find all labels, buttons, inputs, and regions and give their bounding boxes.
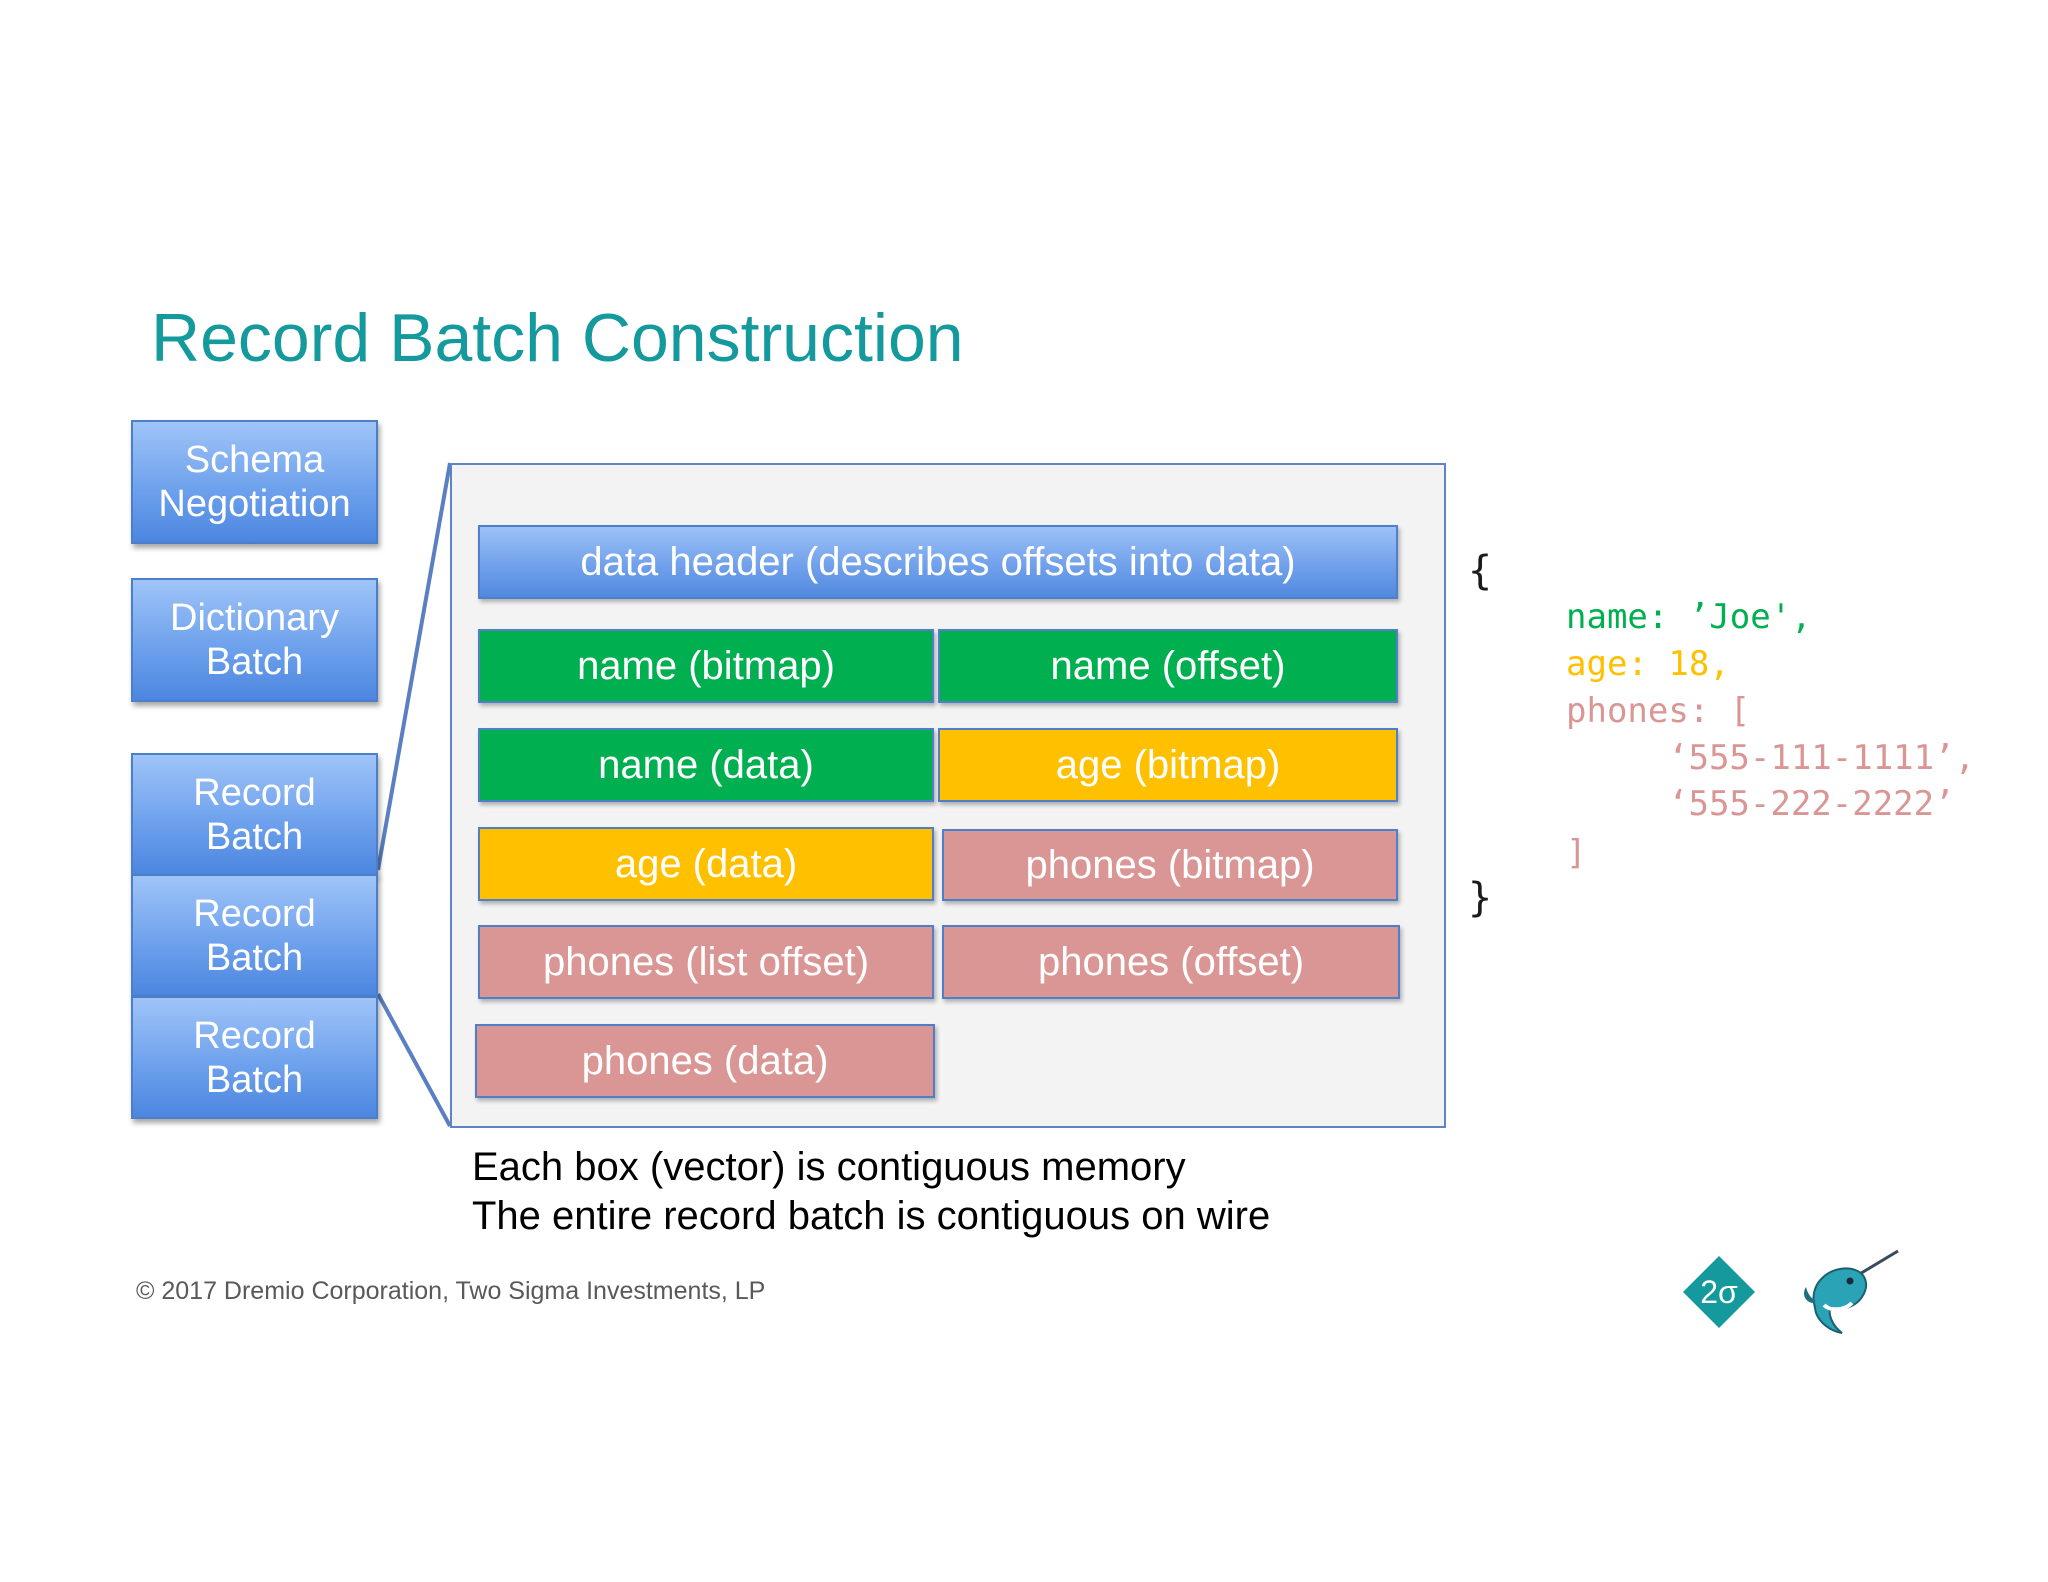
- name-data-vector: name (data): [478, 728, 934, 802]
- name-offset-vector: name (offset): [938, 629, 1398, 703]
- age-data-vector: age (data): [478, 827, 934, 901]
- record-batch-1-line2: Batch: [205, 815, 304, 858]
- record-batch-3-line1: Record: [193, 1014, 316, 1057]
- name-bitmap-vector: name (bitmap): [478, 629, 934, 703]
- record-batch-3-line2: Batch: [205, 1058, 304, 1101]
- record-batch-block-2: Record Batch: [131, 874, 378, 997]
- phones-data-vector: phones (data): [475, 1024, 935, 1098]
- caption-contiguous-memory: Each box (vector) is contiguous memory: [472, 1145, 1186, 1189]
- record-batch-block-3: Record Batch: [131, 996, 378, 1119]
- record-batch-block-1: Record Batch: [131, 753, 378, 876]
- schema-label-line1: Schema: [184, 439, 325, 481]
- record-batch-2-line1: Record: [193, 892, 316, 935]
- slide-title: Record Batch Construction: [151, 300, 964, 376]
- record-phone-2: ‘555-222-2222’: [1668, 784, 1955, 824]
- record-age-field: age: 18,: [1566, 644, 1730, 684]
- phones-bitmap-vector: phones (bitmap): [942, 829, 1398, 901]
- caption-contiguous-wire: The entire record batch is contiguous on…: [472, 1194, 1271, 1238]
- record-phones-field: phones: [: [1566, 691, 1751, 731]
- dictionary-label-line2: Batch: [205, 641, 304, 683]
- data-header-vector: data header (describes offsets into data…: [478, 525, 1398, 599]
- copyright-footer: © 2017 Dremio Corporation, Two Sigma Inv…: [136, 1277, 766, 1305]
- schema-label-line2: Negotiation: [158, 483, 351, 525]
- phones-list-offset-vector: phones (list offset): [478, 925, 934, 999]
- age-bitmap-vector: age (bitmap): [938, 728, 1398, 802]
- record-close-brace: }: [1468, 875, 1493, 921]
- dictionary-batch-block: Dictionary Batch: [131, 578, 378, 702]
- schema-negotiation-block: Schema Negotiation: [131, 420, 378, 544]
- record-open-brace: {: [1468, 548, 1493, 594]
- two-sigma-logo-text: 2σ: [1700, 1274, 1738, 1310]
- two-sigma-logo-icon: 2σ: [1683, 1256, 1755, 1328]
- record-batch-1-line1: Record: [193, 771, 316, 814]
- record-batch-2-line2: Batch: [205, 936, 304, 979]
- record-phones-close-bracket: ]: [1566, 833, 1587, 873]
- record-name-field: name: ’Joe',: [1566, 597, 1812, 637]
- record-phone-1: ‘555-111-1111’,: [1668, 738, 1976, 778]
- dictionary-label-line1: Dictionary: [170, 597, 339, 639]
- phones-offset-vector: phones (offset): [942, 925, 1400, 999]
- narwhal-icon: [1804, 1249, 1899, 1334]
